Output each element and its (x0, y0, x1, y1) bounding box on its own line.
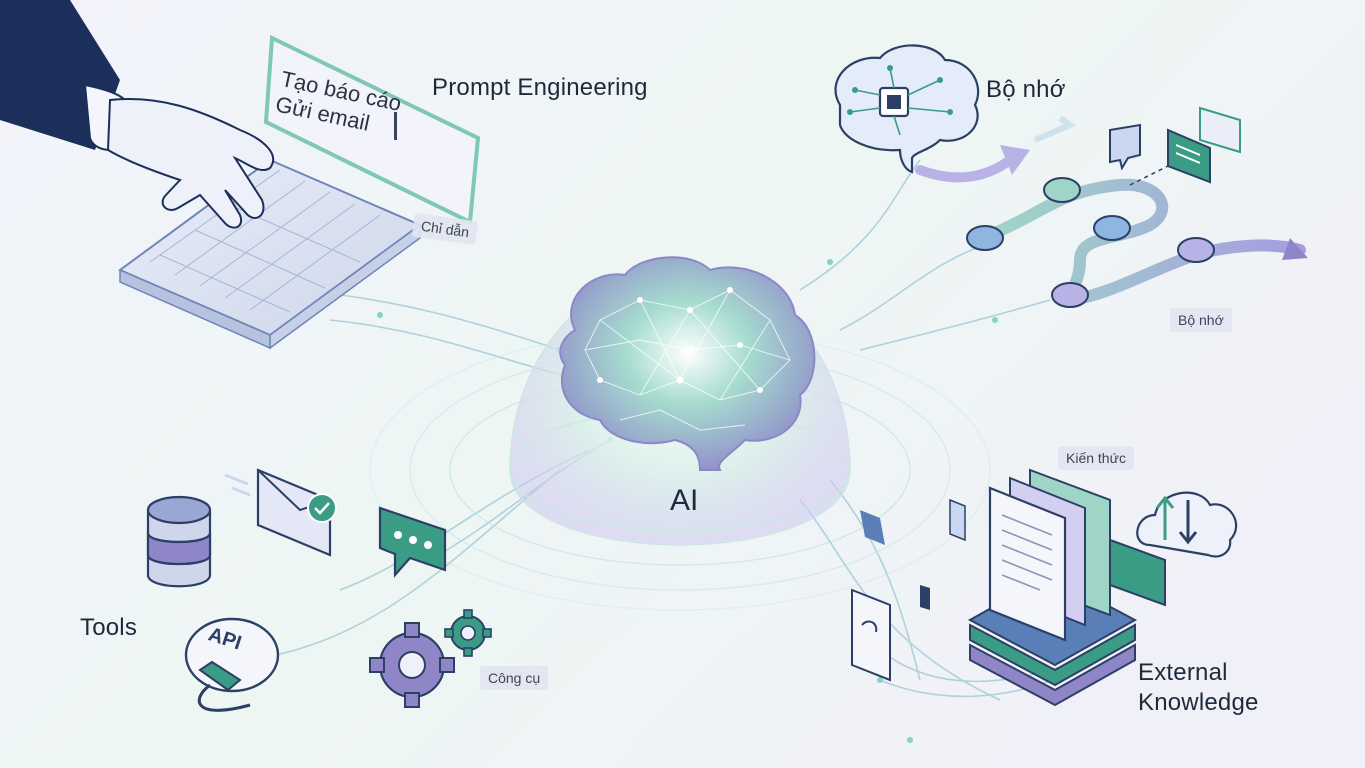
database-icon (146, 495, 212, 588)
api-plug-icon (184, 617, 280, 712)
knowledge-tag: Kiến thức (1058, 446, 1134, 470)
email-check-icon (224, 468, 337, 557)
prompt-engineering-title: Prompt Engineering (432, 74, 648, 101)
knowledge-title-line-2: Knowledge (1138, 689, 1259, 716)
brain-network-icon (559, 256, 816, 471)
knowledge-title-line-1: External (1138, 659, 1228, 686)
tools-title: Tools (80, 614, 138, 641)
chat-card-icon (1109, 106, 1241, 184)
memory-tag: Bộ nhớ (1170, 308, 1232, 332)
memory-title: Bộ nhớ (986, 76, 1066, 103)
cloud-sync-icon (1136, 491, 1238, 558)
chat-bubble-icon (378, 506, 447, 578)
external-knowledge-title: External Knowledge (1138, 658, 1259, 718)
keyboard-icon (118, 158, 422, 350)
gear-icon (369, 609, 492, 708)
hand-icon (0, 0, 275, 229)
ai-center-label: AI (670, 484, 699, 517)
arrow-icon (915, 115, 1077, 183)
tools-tag: Công cụ (480, 666, 549, 690)
connection-lines (249, 159, 1121, 701)
memory-path (966, 149, 1308, 308)
brain-chip-icon (834, 44, 980, 174)
documents-stack-icon (851, 468, 1166, 707)
